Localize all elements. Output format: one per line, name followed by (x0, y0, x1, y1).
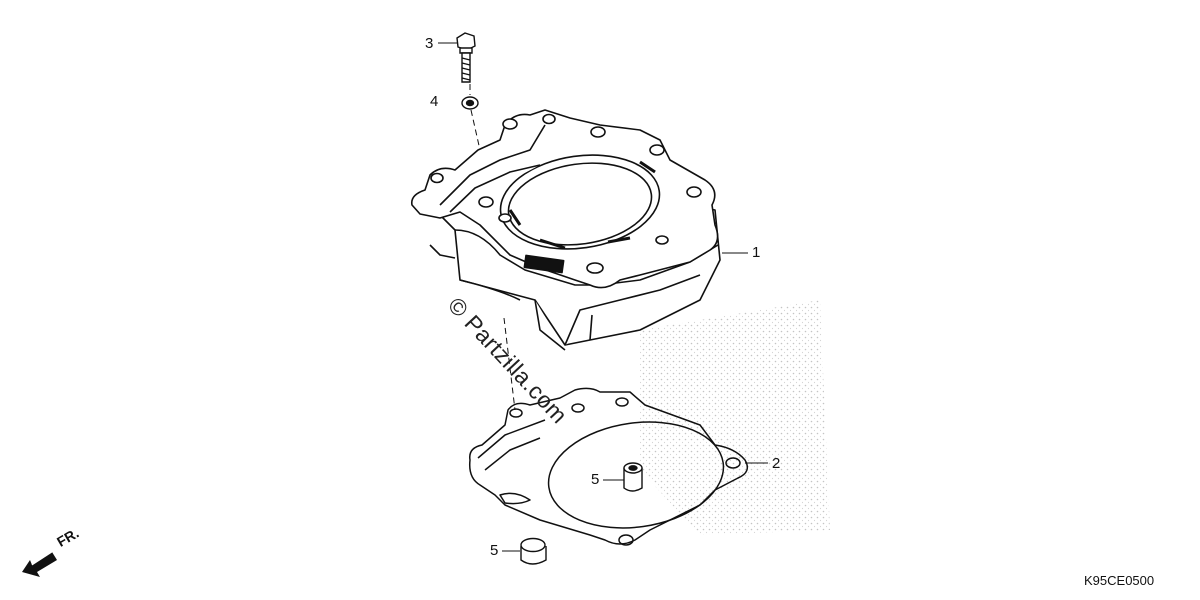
stipple-shading (640, 300, 830, 535)
dowel-pin-lower-part-5 (520, 537, 547, 565)
bolt-part-3 (456, 32, 476, 83)
gasket-part-2 (468, 387, 749, 546)
dowel-pin-upper-part-5 (623, 462, 643, 492)
front-arrow-icon (22, 551, 57, 577)
washer-part-4 (461, 96, 479, 110)
diagram-code: K95CE0500 (1084, 573, 1155, 588)
callout-2: 2 (772, 455, 781, 472)
callout-5-lower: 5 (490, 542, 499, 559)
cylinder-part-1 (410, 109, 721, 351)
callout-3: 3 (425, 35, 434, 52)
assembly-guide-lines (469, 84, 516, 411)
callout-4: 4 (430, 93, 439, 110)
callout-5-upper: 5 (591, 471, 600, 488)
callout-1: 1 (752, 244, 761, 261)
callout-leader-lines (438, 42, 768, 552)
